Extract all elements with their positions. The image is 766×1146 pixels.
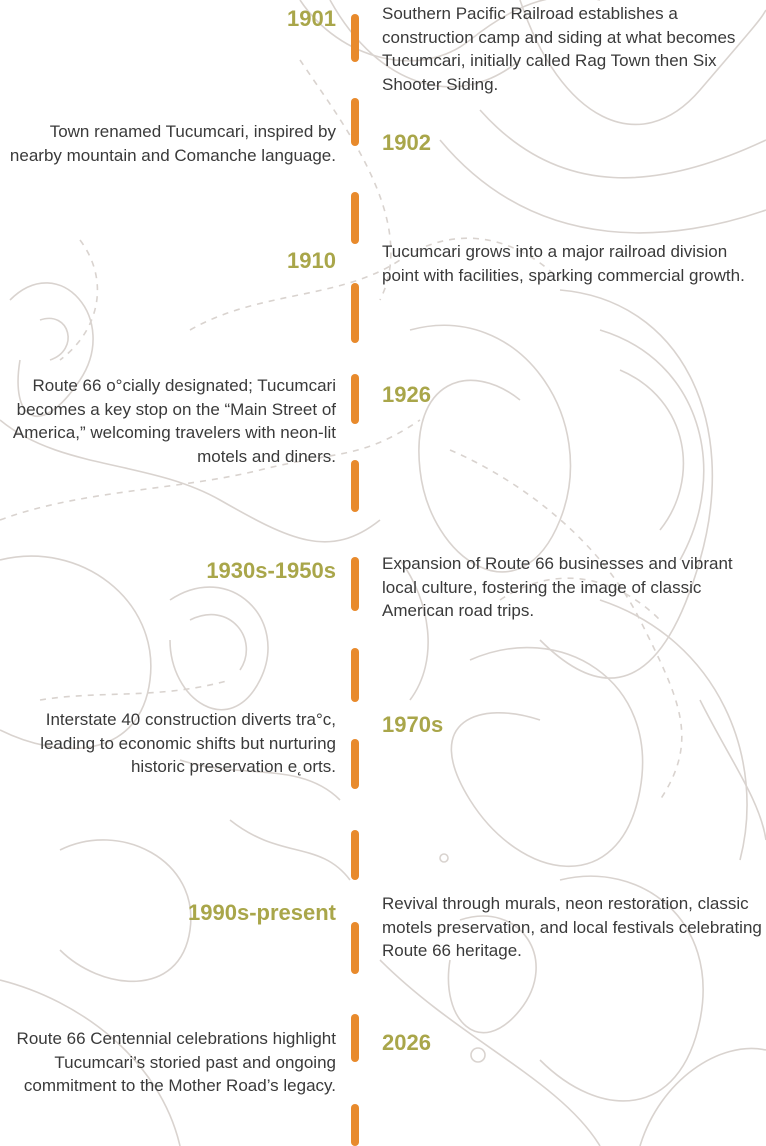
contour-line (619, 369, 685, 531)
contour-line (409, 324, 572, 573)
contour-line (499, 577, 661, 621)
timeline-dash (351, 922, 359, 974)
timeline-dash (351, 739, 359, 789)
timeline-dash (351, 460, 359, 512)
contour-line (229, 819, 351, 881)
timeline-event-1970s: Interstate 40 construction diverts tra°c… (40, 710, 336, 776)
contour-line (539, 289, 714, 679)
contour-line (699, 699, 766, 841)
timeline-dash (351, 374, 359, 424)
timeline-event-1926: Route 66 o°cially designated; Tucumcari … (12, 376, 336, 466)
contour-line (519, 0, 766, 126)
contour-line (329, 0, 521, 88)
contour-line (0, 419, 421, 521)
timeline-dash (351, 14, 359, 62)
contour-line (0, 555, 152, 750)
timeline-dash (351, 648, 359, 702)
contour-line (399, 559, 429, 701)
contour-ring (470, 1047, 486, 1063)
timeline-dash (351, 98, 359, 146)
timeline-year-1930s-1950s: 1930s-1950s (206, 558, 336, 583)
timeline-year-1901: 1901 (287, 6, 336, 31)
timeline-dash (351, 192, 359, 244)
contour-line (447, 915, 537, 1034)
contour-ring (439, 853, 449, 863)
contour-line (539, 875, 704, 1102)
contour-line (599, 329, 705, 561)
timeline-dash (351, 557, 359, 611)
timeline-year-1970s: 1970s (382, 712, 444, 737)
timeline-event-1910: Tucumcari grows into a major railroad di… (382, 242, 745, 285)
contour-line (439, 139, 766, 234)
contour-line (599, 599, 748, 861)
contour-line (379, 959, 601, 1146)
contour-line (0, 419, 381, 543)
contour-line (450, 646, 644, 868)
contour-line (169, 586, 269, 711)
contour-line (639, 1047, 766, 1146)
timeline-event-1902: Town renamed Tucumcari, inspired by near… (9, 122, 336, 165)
timeline-year-1926: 1926 (382, 382, 431, 407)
contour-line (479, 109, 766, 179)
contour-line (299, 0, 600, 62)
timeline-year-1990s-present: 1990s-present (188, 900, 336, 925)
timeline-event-1930s-1950s: Expansion of Route 66 businesses and vib… (382, 554, 733, 620)
timeline-dash (351, 283, 359, 343)
timeline-dash (351, 1104, 359, 1146)
contour-line (59, 839, 192, 983)
timeline-event-1990s-present: Revival through murals, neon restoration… (382, 894, 762, 960)
timeline-event-2026: Route 66 Centennial celebrations highlig… (16, 1029, 336, 1095)
contour-line (179, 759, 341, 801)
timeline-event-1901: Southern Pacific Railroad establishes a … (382, 4, 736, 94)
timeline-year-2026: 2026 (382, 1030, 431, 1055)
timeline-dash (351, 830, 359, 880)
contour-line (189, 613, 248, 671)
timeline-year-1910: 1910 (287, 248, 336, 273)
contour-line (39, 317, 69, 361)
contour-line (9, 282, 94, 417)
timeline-dash (351, 1014, 359, 1062)
contour-line (0, 979, 181, 1146)
contour-line (59, 239, 99, 361)
timeline-year-1902: 1902 (382, 130, 431, 155)
contour-line (39, 679, 231, 701)
contour-line (299, 59, 392, 301)
